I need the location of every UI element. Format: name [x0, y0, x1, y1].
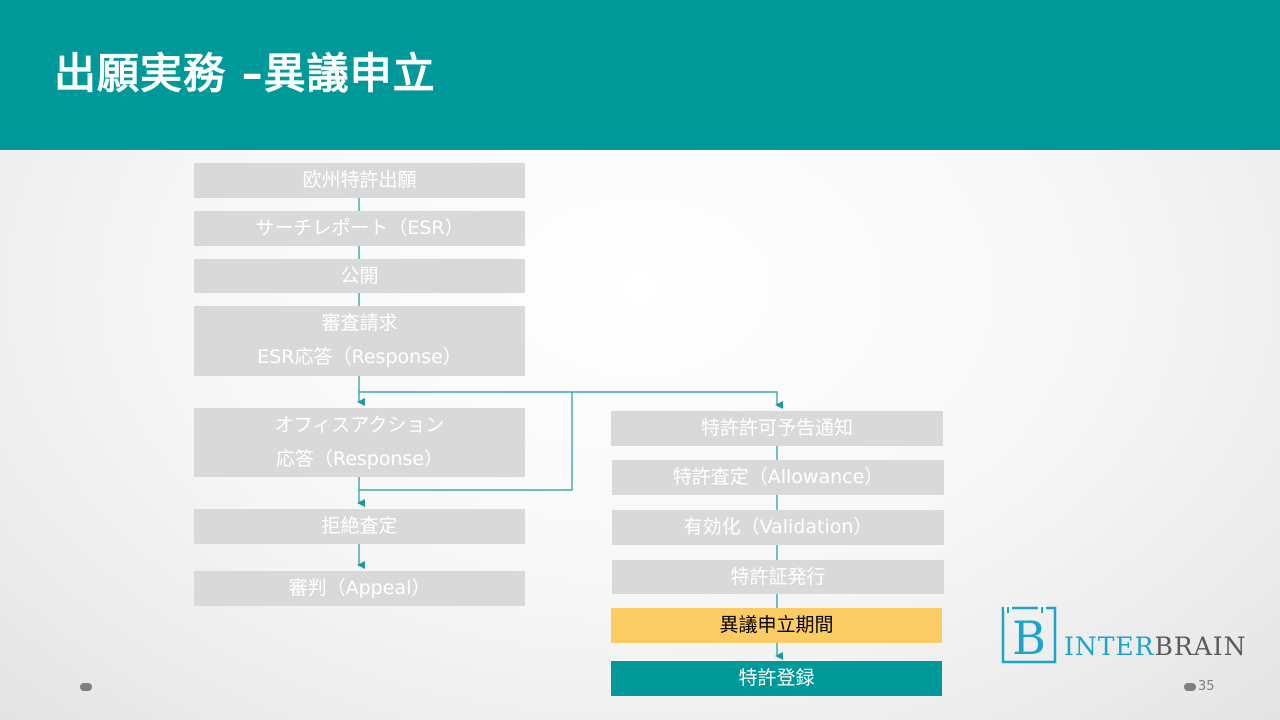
title-banner: 出願実務 –異議申立: [0, 0, 1280, 150]
logo-text-inter: INTER: [1064, 632, 1155, 661]
box-exam-request: 審査請求 ESR応答（Response）: [194, 306, 525, 376]
box-registration: 特許登録: [611, 661, 942, 696]
box-rejection-label: 拒絶査定: [321, 515, 398, 537]
box-appeal-label: 審判（Appeal）: [288, 577, 431, 599]
box-allowance-notice-label: 特許許可予告通知: [700, 417, 853, 439]
box-exam-request-line2: ESR応答（Response）: [257, 346, 462, 368]
logo-letter: B: [1012, 611, 1046, 665]
slide-title: 出願実務 –異議申立: [54, 49, 436, 98]
box-office-action-line2: 応答（Response）: [275, 448, 444, 470]
box-allowance: 特許査定（Allowance）: [612, 460, 944, 495]
box-office-action-line1: オフィスアクション: [274, 414, 445, 436]
box-registration-label: 特許登録: [738, 667, 815, 689]
box-validation-label: 有効化（Validation）: [683, 516, 873, 538]
box-certificate: 特許証発行: [612, 560, 944, 594]
box-exam-request-line1: 審査請求: [321, 312, 398, 334]
box-rejection: 拒絶査定: [194, 509, 525, 544]
logo-wordmark: INTERBRAIN: [1064, 632, 1247, 661]
footer-dot-right: [1184, 683, 1196, 691]
box-search-report-label: サーチレポート（ESR）: [255, 217, 464, 239]
box-certificate-label: 特許証発行: [730, 566, 826, 588]
box-application: 欧州特許出願: [194, 163, 525, 198]
box-office-action: オフィスアクション 応答（Response）: [194, 408, 525, 477]
box-allowance-notice: 特許許可予告通知: [611, 411, 943, 446]
connector-exam-allowance-notice: [359, 391, 783, 409]
box-opposition-period: 異議申立期間: [611, 608, 942, 643]
box-appeal: 審判（Appeal）: [194, 571, 525, 606]
box-application-label: 欧州特許出願: [302, 169, 417, 191]
interbrain-logo-mark: B: [1001, 605, 1057, 665]
page-number: 35: [1198, 679, 1215, 694]
box-publication-label: 公開: [340, 265, 379, 287]
box-opposition-period-label: 異議申立期間: [719, 614, 834, 636]
box-search-report: サーチレポート（ESR）: [194, 211, 525, 246]
box-allowance-label: 特許査定（Allowance）: [672, 466, 884, 488]
connector-loop: [359, 392, 573, 491]
box-validation: 有効化（Validation）: [612, 510, 944, 545]
footer-dot-left: [80, 683, 92, 691]
logo-text-brain: BRAIN: [1154, 632, 1247, 661]
box-publication: 公開: [194, 259, 525, 293]
